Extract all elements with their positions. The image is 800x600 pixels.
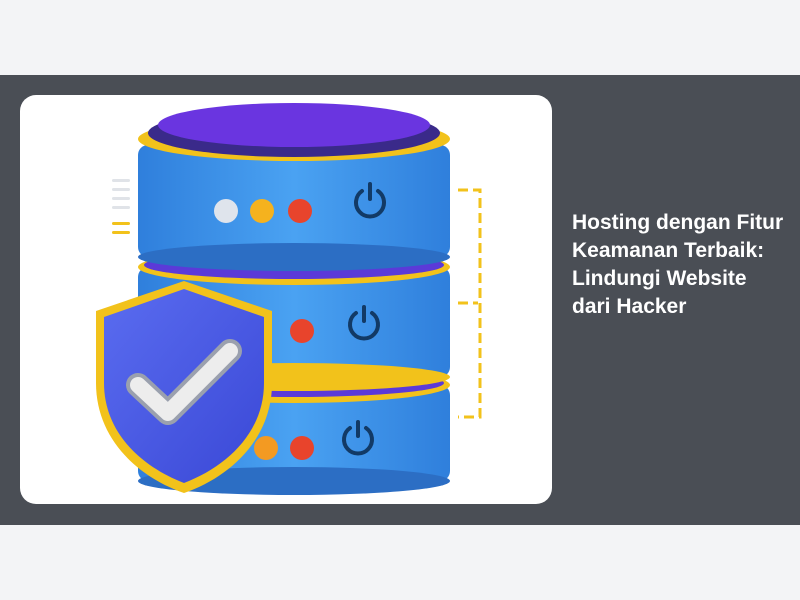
shield-check-icon: [96, 281, 272, 493]
hero-banner: Hosting dengan Fitur Keamanan Terbaik: L…: [0, 75, 800, 525]
vent-lines-icon: [112, 179, 130, 234]
server-unit-top: [138, 103, 450, 271]
power-icon: [348, 305, 380, 341]
article-title[interactable]: Hosting dengan Fitur Keamanan Terbaik: L…: [572, 211, 784, 318]
power-icon: [354, 182, 386, 219]
server-security-illustration: [96, 103, 482, 495]
power-icon: [342, 420, 374, 456]
connection-bracket-icon: [458, 188, 482, 419]
featured-image-card[interactable]: [20, 95, 552, 504]
